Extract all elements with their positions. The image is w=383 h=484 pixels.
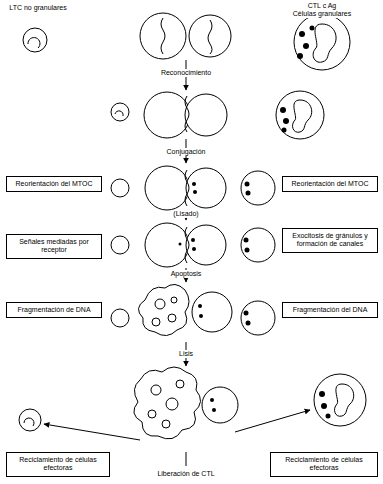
step-box: Reorientación del MTOC <box>282 176 378 192</box>
non-granular-ctl <box>19 409 41 431</box>
step-box: Reciclamiento de células efectoras <box>270 452 378 477</box>
non-granular-ctl <box>23 28 47 52</box>
fragment <box>162 420 170 428</box>
step-text: Fragmentación de DNA <box>11 306 97 314</box>
fragment <box>152 318 160 326</box>
step-text: Reorientación del MTOC <box>287 180 373 188</box>
non-granular-ctl <box>111 179 129 197</box>
ctl-cell <box>192 292 232 332</box>
step-label: Conjugación <box>165 148 208 156</box>
step-text: Exocitosis de gránulos y formación de ca… <box>287 232 373 249</box>
non-granular-ctl <box>111 236 129 254</box>
contact-membrane <box>185 96 189 132</box>
step-label: (Lisado) <box>171 210 200 218</box>
ctl-cell <box>202 387 238 423</box>
nucleus <box>335 384 354 416</box>
step-box: Reciclamiento de células efectoras <box>6 452 110 477</box>
nucleus <box>28 38 40 48</box>
apoptotic-cell <box>138 284 189 335</box>
step-label: Células granulares <box>291 10 353 18</box>
step-box: Reorientación del MTOC <box>6 176 102 192</box>
nucleus <box>24 418 34 426</box>
granular-ctl <box>276 91 324 139</box>
ctl-cell <box>186 225 226 265</box>
step-label: LTC no granulares <box>7 4 68 12</box>
step-text: Reciclamiento de células efectoras <box>275 456 373 473</box>
lysed-cell <box>134 367 201 439</box>
granular-ctl <box>241 301 275 335</box>
ctl-cell <box>186 168 226 208</box>
contact-membrane <box>185 170 189 206</box>
target-cell <box>145 223 189 267</box>
step-box: Fragmentación del DNA <box>282 302 378 318</box>
step-box: Señales mediadas por receptor <box>6 234 102 259</box>
step-label: CTL c Ag <box>306 2 339 10</box>
target-cell <box>145 166 189 210</box>
release-arrow <box>235 410 310 432</box>
step-text: Reorientación del MTOC <box>11 180 97 188</box>
flow-arrow <box>186 452 187 466</box>
non-granular-ctl <box>111 309 129 327</box>
fragment <box>168 314 176 322</box>
granular-ctl <box>241 171 275 205</box>
granular-ctl <box>294 14 350 70</box>
nucleus <box>293 100 312 132</box>
step-text: Reciclamiento de células efectoras <box>11 456 105 473</box>
nucleus <box>161 18 165 54</box>
step-label: Lisis <box>177 350 195 358</box>
step-box: Fragmentación de DNA <box>6 302 102 318</box>
nucleus <box>115 111 123 116</box>
fragment <box>166 398 178 410</box>
fragment <box>155 299 165 309</box>
contact-membrane <box>185 227 189 263</box>
ctl-cell <box>189 15 231 57</box>
granular-ctl <box>241 228 275 262</box>
step-label: Reconocimiento <box>159 69 213 77</box>
ctl-cell <box>185 94 227 136</box>
nucleus <box>313 24 336 62</box>
nucleus <box>208 20 212 54</box>
non-granular-ctl <box>111 103 129 121</box>
target-cell <box>140 13 186 59</box>
step-text: Señales mediadas por receptor <box>11 238 97 255</box>
fragment <box>151 385 161 395</box>
fragment <box>148 410 156 418</box>
target-cell <box>144 92 190 138</box>
fragment <box>171 297 177 303</box>
step-text: Fragmentación del DNA <box>287 306 373 314</box>
fragment <box>176 380 184 388</box>
granular-ctl <box>314 374 366 426</box>
step-label: Apoptosis <box>169 270 204 278</box>
release-arrow <box>44 424 140 440</box>
step-box: Exocitosis de gránulos y formación de ca… <box>282 228 378 253</box>
step-label: Liberación de CTL <box>155 470 216 478</box>
